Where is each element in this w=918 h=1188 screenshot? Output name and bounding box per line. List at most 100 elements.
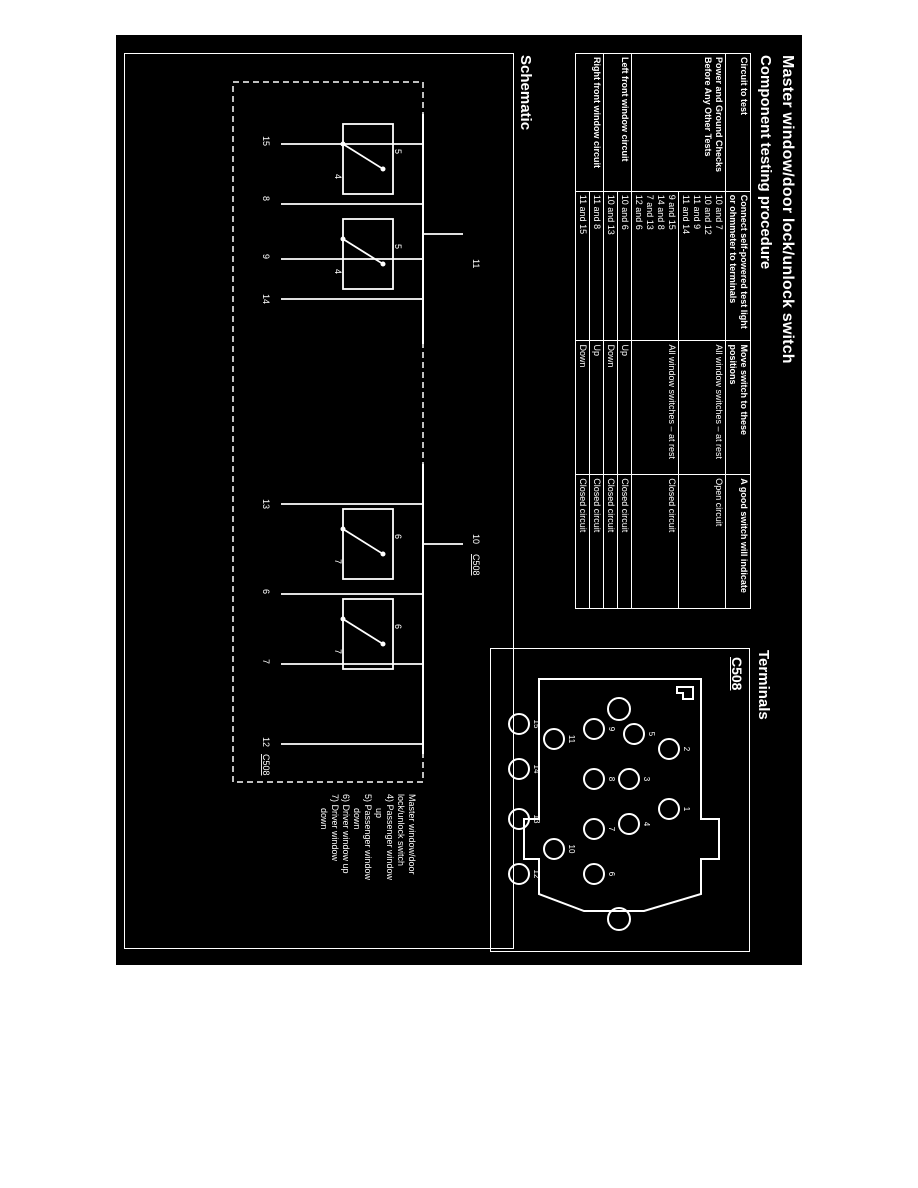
legend-line: 5) Passenger window bbox=[363, 794, 373, 881]
position-cell: Down bbox=[575, 340, 590, 475]
connector-pin bbox=[508, 808, 530, 830]
connector-pin-label: 11 bbox=[567, 735, 576, 744]
position-cell: All window switches – at rest bbox=[678, 340, 726, 475]
connector-pin-label: 7 bbox=[607, 827, 616, 832]
indicate-cell: Closed circuit bbox=[603, 474, 618, 609]
connector-pin-label: 12 bbox=[532, 870, 541, 879]
document-sheet: Master window/door lock/unlock switch Co… bbox=[116, 35, 802, 965]
switch-label: 4 bbox=[333, 174, 343, 179]
connector-pin bbox=[658, 738, 680, 760]
connector-pin-label: 15 bbox=[532, 720, 541, 729]
connector-pin-label: 2 bbox=[682, 747, 691, 752]
connector-pin-label: 6 bbox=[607, 872, 616, 877]
header-circuit: Circuit to test bbox=[725, 53, 751, 192]
connector-pin-label: 13 bbox=[532, 815, 541, 824]
indicate-cell: Closed circuit bbox=[589, 474, 604, 609]
connector-pin bbox=[658, 798, 680, 820]
table-row: Power and Ground Checks Before Any Other… bbox=[631, 53, 726, 609]
table-row: Left front window circuit 10 and 6 Up Cl… bbox=[603, 53, 632, 609]
connector-pin bbox=[508, 863, 530, 885]
switch-label: 6 bbox=[393, 624, 403, 629]
schematic-label-top: C508 bbox=[471, 554, 481, 576]
schematic-panel: 11 10 C508 15 8 9 14 13 6 7 12 C508 5 4 … bbox=[124, 53, 514, 949]
position-cell: Up bbox=[589, 340, 604, 475]
header-terminals: Connect self-powered test light or ohmme… bbox=[725, 191, 751, 341]
switch-label: 7 bbox=[333, 559, 343, 564]
indicate-cell: Open circuit bbox=[678, 474, 726, 609]
connector-pin bbox=[583, 818, 605, 840]
connector-pin-label: 3 bbox=[642, 777, 651, 782]
terminals-heading: Terminals bbox=[755, 650, 772, 720]
testing-table: Circuit to test Connect self-powered tes… bbox=[575, 53, 751, 609]
circuit-cell: Power and Ground Checks Before Any Other… bbox=[631, 53, 726, 192]
schematic-heading: Schematic bbox=[517, 55, 534, 131]
connector-pin-label: 4 bbox=[642, 822, 651, 827]
schematic-label-bottom: 14 bbox=[261, 294, 271, 304]
connector-pin bbox=[623, 723, 645, 745]
switch-label: 6 bbox=[393, 534, 403, 539]
connector-pin bbox=[618, 768, 640, 790]
page-title: Master window/door lock/unlock switch bbox=[779, 55, 796, 364]
header-indicate: A good switch will indicate bbox=[725, 474, 751, 609]
switch-label: 5 bbox=[393, 149, 403, 154]
terminals-cell: 9 and 15 14 and 8 7 and 13 12 and 6 bbox=[631, 191, 679, 341]
legend-line: 4) Passenger window bbox=[385, 794, 395, 881]
connector-pin bbox=[508, 713, 530, 735]
mounting-hole bbox=[607, 697, 631, 721]
terminals-cell: 10 and 13 bbox=[603, 191, 618, 341]
table-row: Right front window circuit 11 and 8 Up C… bbox=[575, 53, 604, 609]
legend-line: lock/unlock switch bbox=[396, 794, 406, 867]
schematic-label-bottom: 6 bbox=[261, 589, 271, 594]
connector-pin bbox=[583, 863, 605, 885]
position-cell: Down bbox=[603, 340, 618, 475]
legend-line: 6) Driver window up bbox=[341, 794, 351, 874]
connector-pin bbox=[508, 758, 530, 780]
connector-pin-label: 9 bbox=[607, 727, 616, 732]
connector-pin-label: 5 bbox=[647, 732, 656, 737]
terminals-cell: 10 and 6 bbox=[617, 191, 632, 341]
schematic-label-bottom: 8 bbox=[261, 196, 271, 201]
switch-label: 7 bbox=[333, 649, 343, 654]
schematic-label-bottom: 13 bbox=[261, 499, 271, 509]
circuit-cell: Right front window circuit bbox=[575, 53, 604, 192]
connector-pin bbox=[618, 813, 640, 835]
terminals-cell: 10 and 7 10 and 12 11 and 9 11 and 14 bbox=[678, 191, 726, 341]
terminals-cell: 11 and 15 bbox=[575, 191, 590, 341]
indicate-cell: Closed circuit bbox=[631, 474, 679, 609]
position-cell: Up bbox=[617, 340, 632, 475]
connector-pin bbox=[583, 768, 605, 790]
switch-label: 5 bbox=[393, 244, 403, 249]
schematic-label-bottom: 9 bbox=[261, 254, 271, 259]
header-positions: Move switch to these positions bbox=[725, 340, 751, 475]
legend-line: down bbox=[319, 808, 329, 830]
connector-pin bbox=[583, 718, 605, 740]
connector-pin-label: 14 bbox=[532, 765, 541, 774]
legend-line: down bbox=[352, 808, 362, 830]
schematic-label-bottom: C508 bbox=[261, 754, 271, 776]
table-header-row: Circuit to test Connect self-powered tes… bbox=[725, 53, 751, 609]
schematic-label-top: 10 bbox=[471, 534, 481, 544]
connector-pin bbox=[543, 838, 565, 860]
schematic-label-top: 11 bbox=[471, 259, 481, 268]
legend-line: up bbox=[374, 808, 384, 819]
schematic-legend: Master window/door lock/unlock switch 4)… bbox=[318, 794, 417, 934]
schematic-label-bottom: 7 bbox=[261, 659, 271, 664]
position-cell: All window switches – at rest bbox=[631, 340, 679, 475]
component-heading: Component testing procedure bbox=[757, 55, 774, 270]
mounting-hole bbox=[607, 907, 631, 931]
rotated-page: Master window/door lock/unlock switch Co… bbox=[116, 35, 802, 965]
connector-pin-label: 10 bbox=[567, 845, 576, 854]
switch-label: 4 bbox=[333, 269, 343, 274]
circuit-cell: Left front window circuit bbox=[603, 53, 632, 192]
indicate-cell: Closed circuit bbox=[617, 474, 632, 609]
connector-pin bbox=[543, 728, 565, 750]
legend-line: Master window/door bbox=[407, 794, 417, 875]
connector-pin-label: 1 bbox=[682, 807, 691, 812]
connector-pin-label: 8 bbox=[607, 777, 616, 782]
legend-line: 7) Driver window bbox=[330, 794, 340, 862]
schematic-label-bottom: 15 bbox=[261, 136, 271, 146]
indicate-cell: Closed circuit bbox=[575, 474, 590, 609]
